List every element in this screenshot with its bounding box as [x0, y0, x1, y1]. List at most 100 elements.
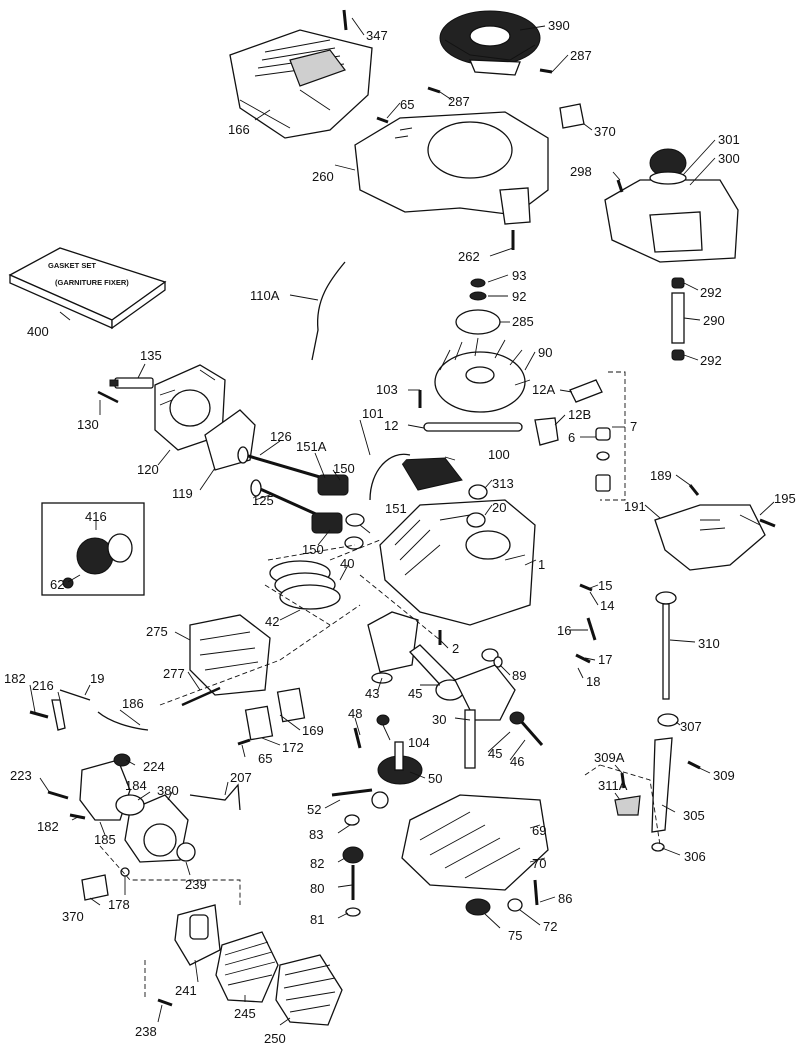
label-185: 185 [94, 832, 116, 847]
label-15: 15 [598, 578, 612, 593]
label-292: 292 [700, 353, 722, 368]
label-30: 30 [432, 712, 446, 727]
nut-93 [470, 278, 486, 288]
flywheel-90 [434, 337, 531, 413]
decal-370-top [559, 103, 585, 129]
gasket-set-title: GASKET SET [48, 261, 96, 270]
plug-72 [507, 898, 523, 912]
label-178: 178 [108, 897, 130, 912]
label-46: 46 [510, 754, 524, 769]
washer-20 [466, 512, 486, 528]
kit-416-box [41, 502, 145, 596]
label-19: 19 [90, 671, 104, 686]
label-169: 169 [302, 723, 324, 738]
label-380: 380 [157, 783, 179, 798]
label-104: 104 [408, 735, 430, 750]
crankcase-cover-70 [401, 794, 549, 891]
label-186: 186 [122, 696, 144, 711]
label-305: 305 [683, 808, 705, 823]
label-81: 81 [310, 912, 324, 927]
label-347: 347 [366, 28, 388, 43]
label-290: 290 [703, 313, 725, 328]
label-45: 45 [488, 746, 502, 761]
label-313: 313 [492, 476, 514, 491]
label-292: 292 [700, 285, 722, 300]
gasket-set-box: GASKET SET (GARNITURE FIXER) [8, 247, 167, 330]
valve-springs-150 [311, 474, 365, 550]
label-2: 2 [452, 641, 459, 656]
label-42: 42 [265, 614, 279, 629]
label-7: 7 [630, 419, 637, 434]
label-110A: 110A [250, 288, 280, 303]
label-275: 275 [146, 624, 168, 639]
label-262: 262 [458, 249, 480, 264]
label-125: 125 [252, 493, 274, 508]
engine-cover-166 [229, 29, 373, 139]
label-100: 100 [488, 447, 510, 462]
label-86: 86 [558, 891, 572, 906]
label-12B: 12B [568, 407, 591, 422]
label-309A: 309A [594, 750, 625, 765]
gasket-239 [176, 842, 196, 862]
spark-plug-135 [109, 377, 154, 389]
piston-rings-42 [269, 560, 341, 610]
label-18: 18 [586, 674, 600, 689]
oil-fill-parts [423, 379, 611, 492]
governor-shaft-52 [331, 788, 389, 809]
label-172: 172 [282, 740, 304, 755]
label-166: 166 [228, 122, 250, 137]
label-40: 40 [340, 556, 354, 571]
seal-75 [465, 898, 491, 916]
label-130: 130 [77, 417, 99, 432]
label-119: 119 [172, 486, 193, 501]
label-250: 250 [264, 1031, 286, 1046]
label-20: 20 [492, 500, 506, 515]
label-260: 260 [312, 169, 334, 184]
label-216: 216 [32, 678, 54, 693]
cylinder-block-1 [379, 499, 536, 626]
dipstick-310 [655, 591, 677, 700]
leader-lines [29, 17, 775, 1026]
label-223: 223 [10, 768, 32, 783]
cable-186 [97, 711, 149, 731]
seal-313 [468, 484, 488, 500]
label-207: 207 [230, 770, 252, 785]
label-75: 75 [508, 928, 522, 943]
label-224: 224 [143, 759, 165, 774]
gasket-set-subtitle: (GARNITURE FIXER) [55, 278, 129, 287]
small-fasteners [29, 9, 776, 1007]
cylinder-head-120 [154, 364, 226, 451]
label-400: 400 [27, 324, 49, 339]
label-93: 93 [512, 268, 526, 283]
label-287: 287 [570, 48, 592, 63]
label-300: 300 [718, 151, 740, 166]
label-182: 182 [4, 671, 26, 686]
muffler-gaskets [244, 687, 306, 741]
muffler-275 [189, 614, 271, 696]
label-287: 287 [448, 94, 470, 109]
label-370: 370 [62, 909, 84, 924]
ignition-armature-100 [369, 453, 463, 501]
label-151: 151 [385, 501, 407, 516]
label-1: 1 [538, 557, 545, 572]
lever-216 [51, 699, 66, 731]
label-182: 182 [37, 819, 59, 834]
label-307: 307 [680, 719, 702, 734]
label-416: 416 [85, 509, 107, 524]
label-6: 6 [568, 430, 575, 445]
label-277: 277 [163, 666, 185, 681]
control-bracket-191 [654, 504, 766, 571]
label-311A: 311A [598, 778, 628, 793]
label-90: 90 [538, 345, 552, 360]
label-69: 69 [532, 823, 546, 838]
label-50: 50 [428, 771, 442, 786]
label-184: 184 [125, 778, 147, 793]
label-65: 65 [258, 751, 272, 766]
label-92: 92 [512, 289, 526, 304]
clip-224 [113, 753, 131, 767]
label-189: 189 [650, 468, 672, 483]
linkage-207 [189, 783, 241, 811]
label-80: 80 [310, 881, 324, 896]
o-ring-307 [657, 713, 679, 727]
